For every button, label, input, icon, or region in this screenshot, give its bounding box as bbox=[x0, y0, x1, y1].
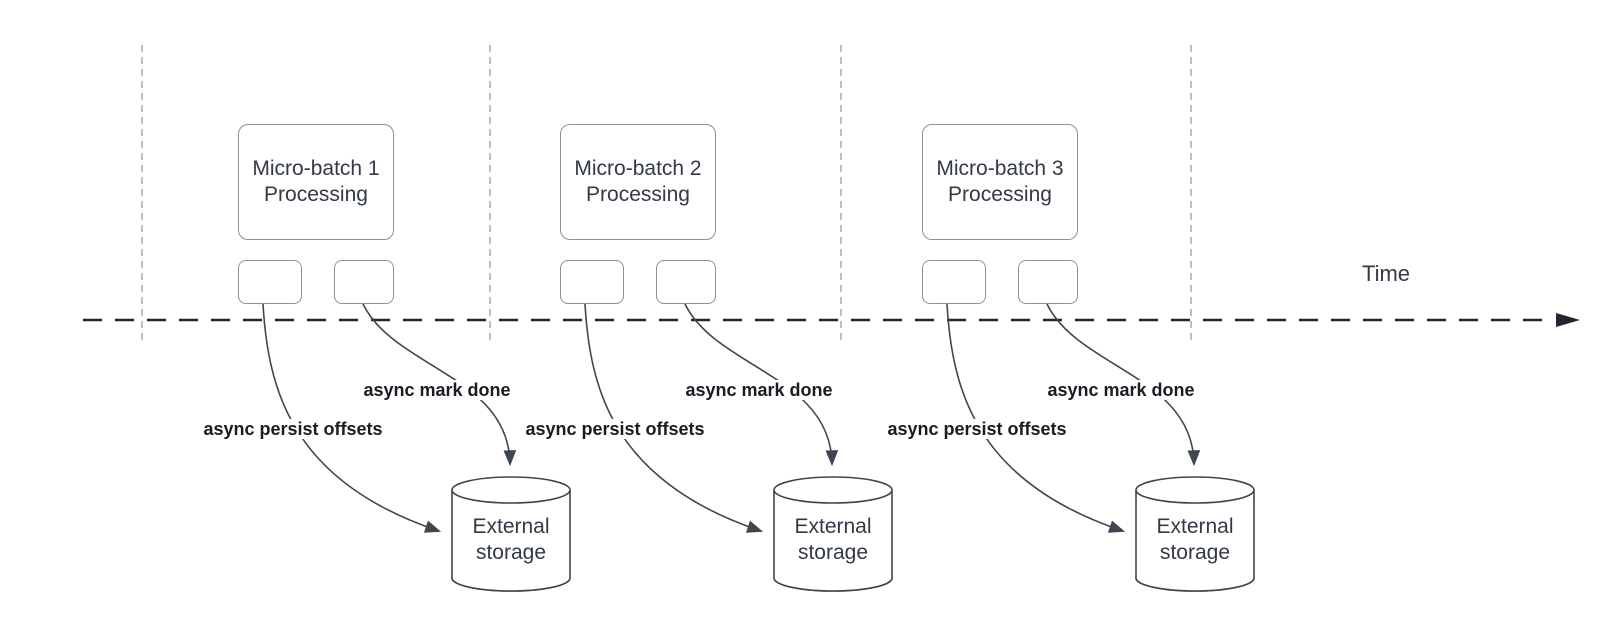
time-axis-label: Time bbox=[1361, 261, 1411, 286]
mark-done-label: async mark done bbox=[1043, 380, 1199, 400]
batch-group-2-lines bbox=[584, 303, 893, 592]
batch-group-3-lines bbox=[946, 303, 1255, 592]
offset-task-rect bbox=[238, 260, 302, 304]
mark-done-arrow bbox=[1046, 303, 1201, 467]
micro-batch-3-title: Micro-batch 3 Processing bbox=[936, 157, 1064, 206]
storage-cylinder-top bbox=[451, 476, 571, 504]
persist-offsets-label: async persist offsets bbox=[883, 419, 1071, 439]
persist-offsets-label: async persist offsets bbox=[199, 419, 387, 439]
persist-offsets-arrow bbox=[946, 303, 1126, 533]
storage-cylinder-body bbox=[451, 490, 571, 592]
mark-done-label: async mark done bbox=[359, 380, 515, 400]
mark-done-task-rect bbox=[1018, 260, 1078, 304]
persist-offsets-label: async persist offsets bbox=[521, 419, 709, 439]
mark-done-label: async mark done bbox=[681, 380, 837, 400]
mark-done-arrow bbox=[362, 303, 517, 467]
micro-batch-1-box: Micro-batch 1 Processing bbox=[238, 124, 394, 240]
persist-offsets-arrow bbox=[584, 303, 764, 533]
batch-group-1-lines bbox=[262, 303, 571, 592]
mark-done-task-rect bbox=[656, 260, 716, 304]
micro-batch-2-title: Micro-batch 2 Processing bbox=[574, 157, 702, 206]
storage-cylinder-body bbox=[773, 490, 893, 592]
persist-offsets-arrow bbox=[262, 303, 442, 533]
timeline-arrowhead bbox=[1556, 313, 1580, 327]
offset-task-rect bbox=[560, 260, 624, 304]
micro-batch-2-box: Micro-batch 2 Processing bbox=[560, 124, 716, 240]
storage-cylinder-top bbox=[773, 476, 893, 504]
offset-task-rect bbox=[922, 260, 986, 304]
micro-batch-1-title: Micro-batch 1 Processing bbox=[252, 157, 380, 206]
storage-cylinder-top bbox=[1135, 476, 1255, 504]
external-storage-label: External storage bbox=[472, 515, 550, 564]
mark-done-task-rect bbox=[334, 260, 394, 304]
micro-batch-3-box: Micro-batch 3 Processing bbox=[922, 124, 1078, 240]
storage-cylinder-body bbox=[1135, 490, 1255, 592]
mark-done-arrow bbox=[684, 303, 839, 467]
external-storage-label: External storage bbox=[794, 515, 872, 564]
external-storage-label: External storage bbox=[1156, 515, 1234, 564]
